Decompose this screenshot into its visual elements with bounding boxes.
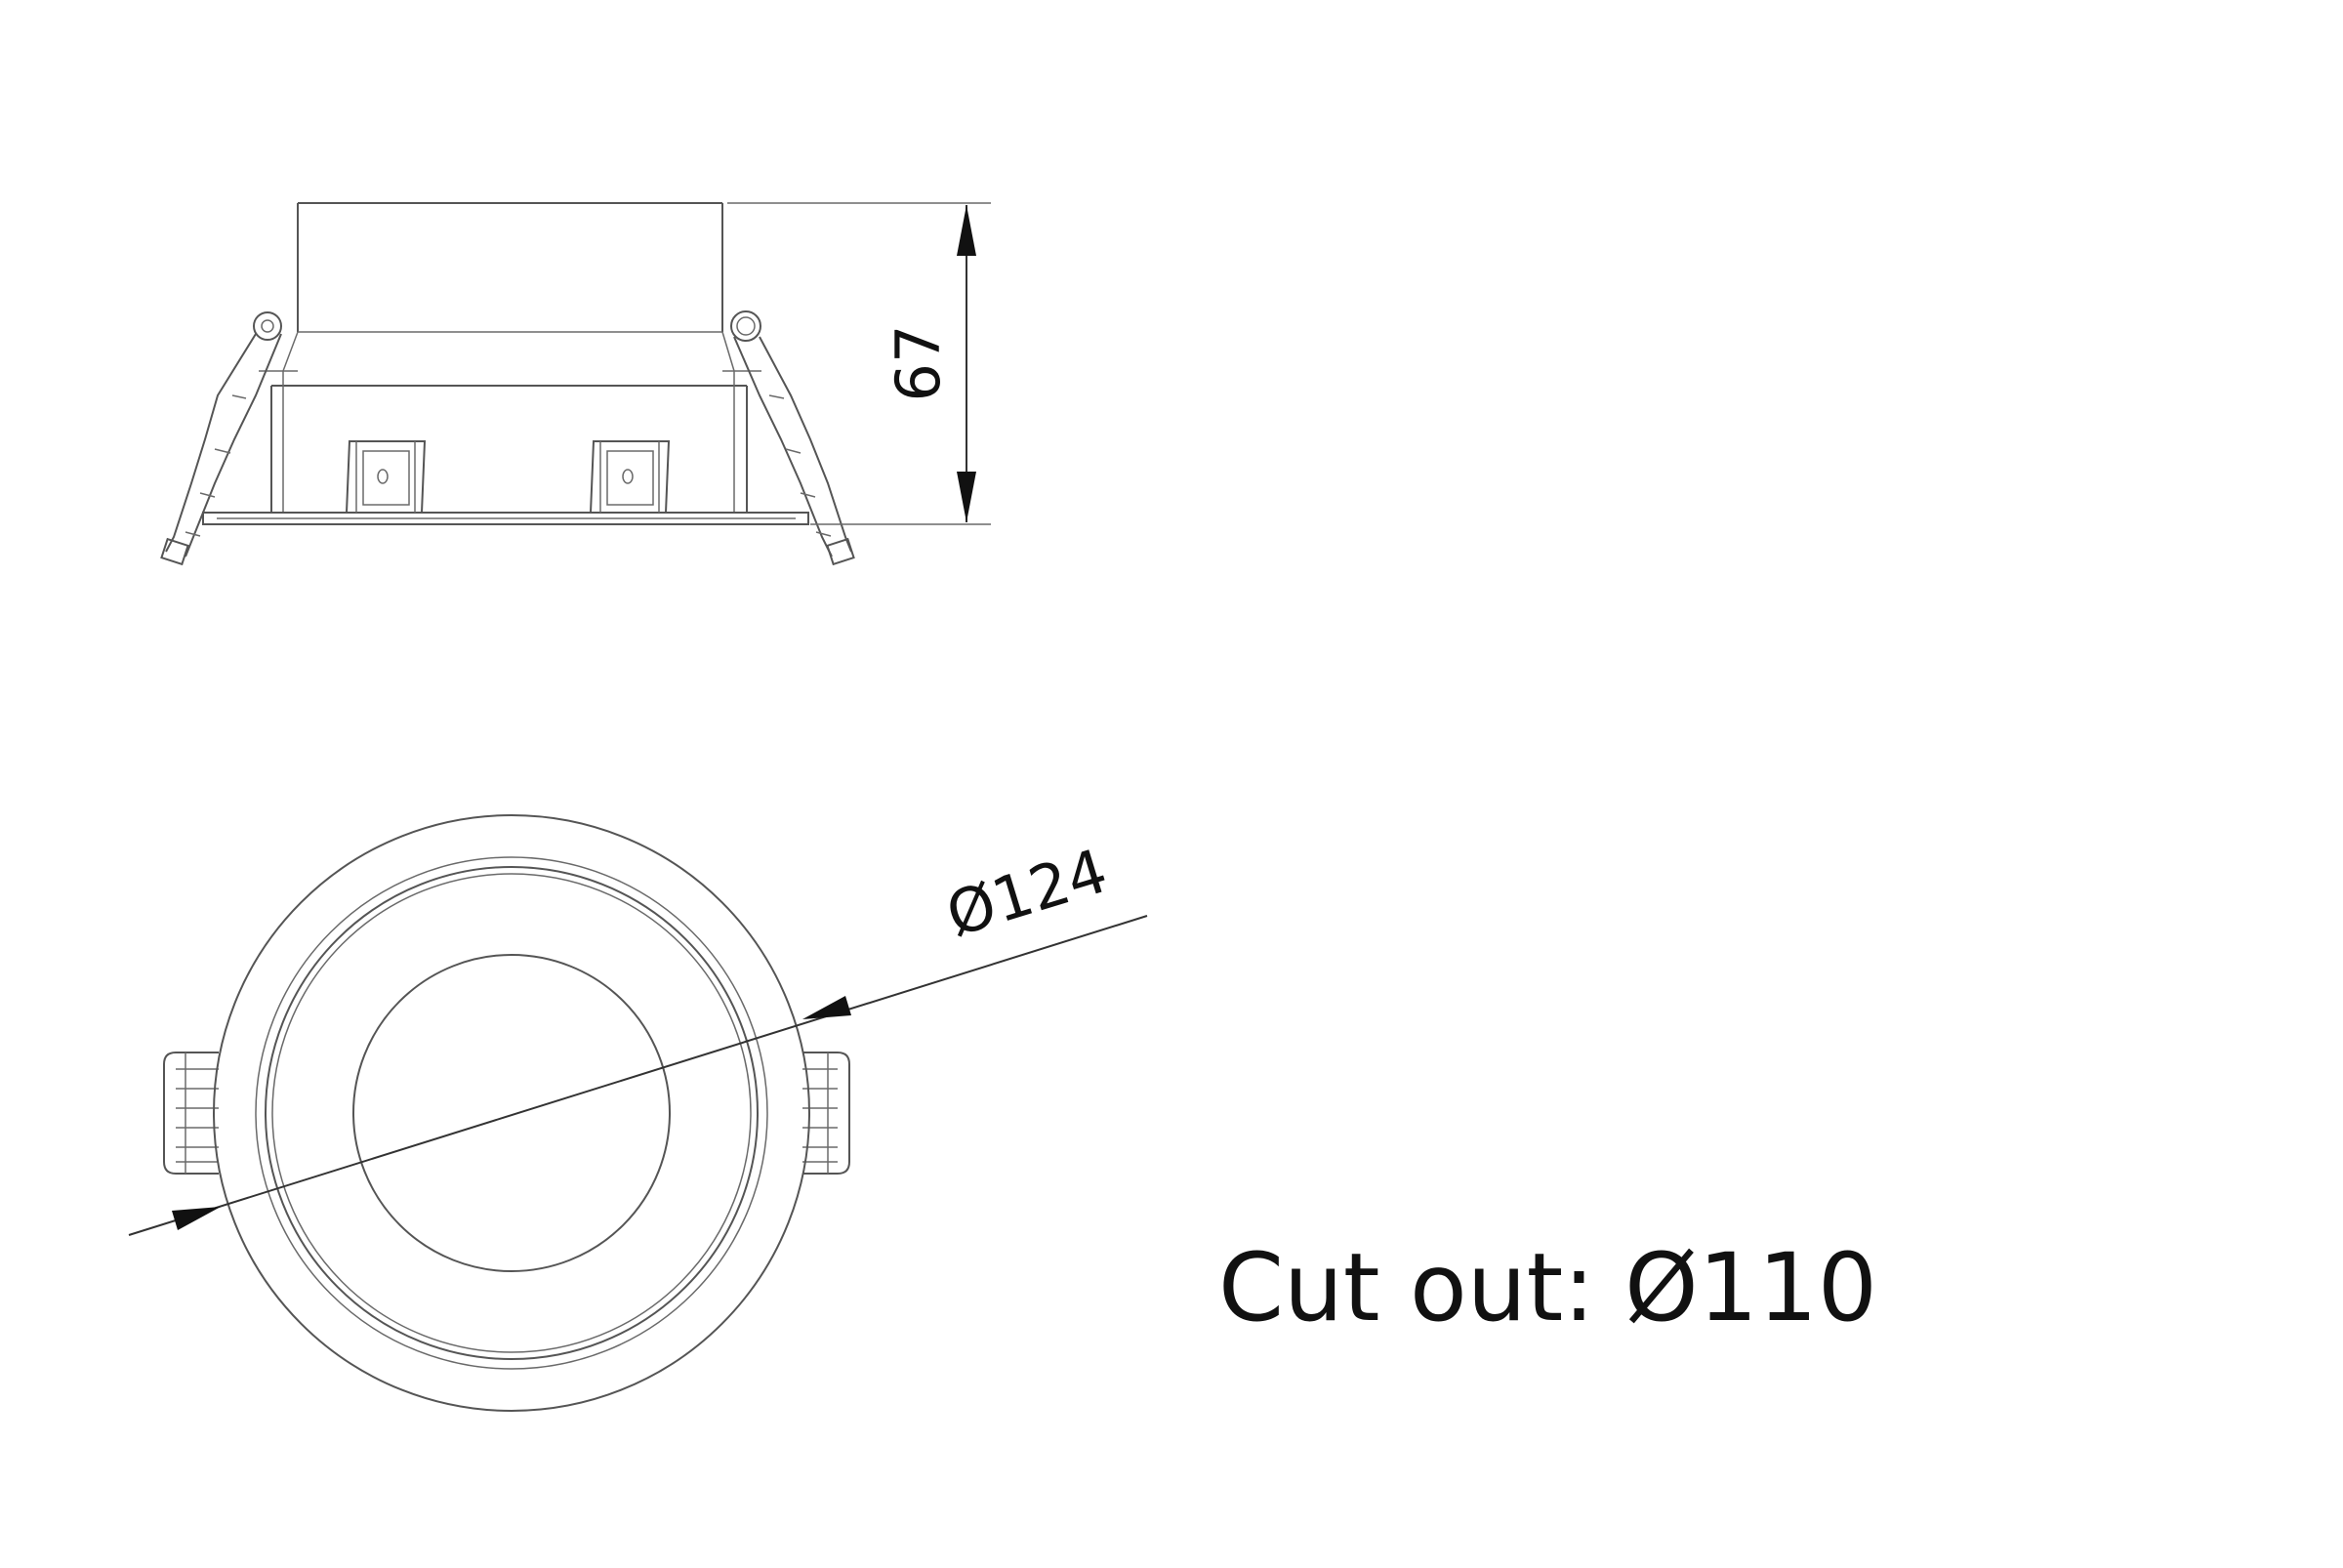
spring-clip-left	[160, 311, 282, 566]
clip-tab-left	[163, 1052, 219, 1175]
spring-clip-right	[730, 310, 855, 566]
terminal-block-left	[346, 440, 427, 514]
height-arrow-bottom	[957, 472, 976, 522]
inner-ring-3	[271, 873, 752, 1353]
diameter-dimension: Ø124	[128, 835, 1148, 1236]
inner-ring-2	[265, 866, 759, 1360]
side-view-body	[202, 202, 809, 525]
side-view: 67	[160, 202, 991, 566]
height-dimension: 67	[727, 202, 991, 525]
height-label: 67	[883, 325, 954, 402]
top-view: Ø124	[128, 814, 1148, 1412]
diameter-arrow-right	[802, 996, 851, 1019]
lens-circle	[352, 954, 671, 1272]
outer-flange-ring	[213, 814, 810, 1412]
cut-out-label: Cut out: Ø110	[1218, 1233, 1877, 1342]
diameter-arrow-left	[172, 1207, 221, 1230]
terminal-block-right	[590, 440, 671, 514]
inner-ring-1	[255, 856, 768, 1370]
height-arrow-top	[957, 205, 976, 256]
